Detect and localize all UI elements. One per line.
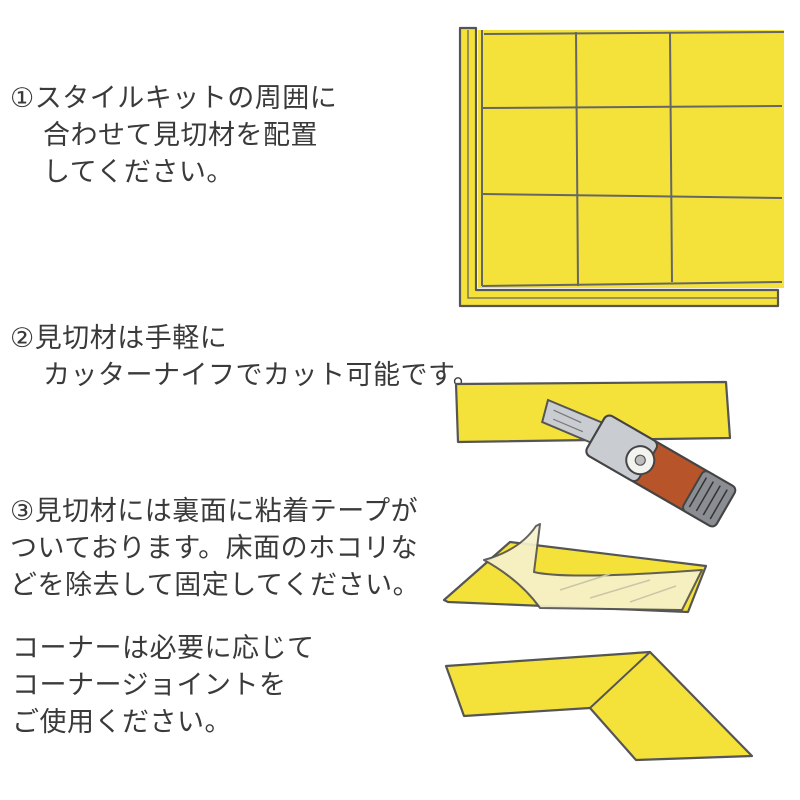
tile-grid-lines [481,30,785,287]
step-3-line-3: どを除去して固定してください。 [10,570,421,601]
trim-strip [458,26,780,308]
corner-note-text: コーナーは必要に応じて コーナージョイントを ご使用ください。 [12,630,315,741]
note-line-2: コーナージョイントを [12,670,287,701]
step-3-marker: ③ [10,496,35,527]
note-line-3: ご使用ください。 [12,707,232,738]
step-2-marker: ② [10,323,35,354]
step-3-line-2: ついております。床面のホコリな [10,533,419,564]
adhesive-tape-illustration [442,523,708,614]
step-1-text: ①スタイルキットの周囲に 合わせて見切材を配置 してください。 [10,80,337,191]
trim-border [458,26,780,308]
tile-kit-illustration [458,26,785,308]
release-film [483,523,703,611]
step-3-text: ③見切材には裏面に粘着テープが ついております。床面のホコリな どを除去して固定… [10,493,420,604]
step-1-line-2: 合わせて見切材を配置 [43,120,318,151]
step-1-line-3: してください。 [43,157,234,188]
trim-piece [454,380,732,444]
step-1-line-1: ①スタイルキットの周囲に [10,83,338,114]
corner-joint-illustration [444,650,754,762]
tile-area [478,30,784,288]
step-1-marker: ① [10,83,35,114]
cutter-knife-icon [541,398,737,528]
step-2-line-2: カッターナイフでカット可能です。 [43,360,481,391]
step-3-line-1: ③見切材には裏面に粘着テープが [10,496,419,527]
step-2-text: ②見切材は手軽に カッターナイフでカット可能です。 [10,320,480,394]
cutter-illustration [454,380,737,528]
corner-seam [589,651,651,709]
step-2-line-1: ②見切材は手軽に [10,323,228,354]
corner-trim [444,650,754,762]
note-line-1: コーナーは必要に応じて [12,633,315,664]
